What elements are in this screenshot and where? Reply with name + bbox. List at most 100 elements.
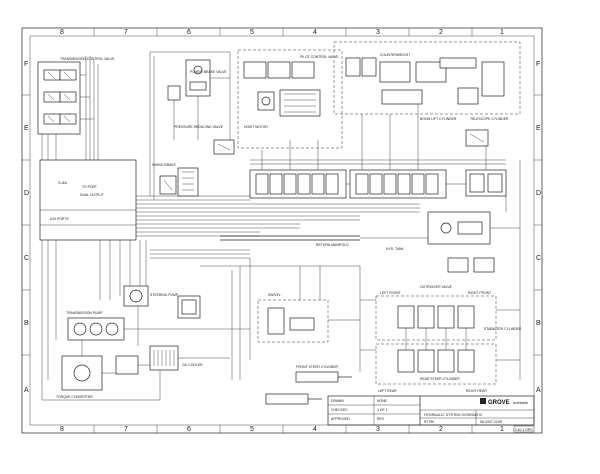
label-transmission-control-valve: TRANSMISSION CONTROL VALVE [60,57,115,61]
label-front-steer-cylinder: FRONT STEER CYLINDER [296,365,339,369]
label-swivel: SWIVEL [268,293,281,297]
outrigger-valve-bottom [375,343,497,385]
zone-top-4: 4 [313,29,317,36]
tb-sheet: 1 OF 1 [377,408,387,412]
zone-bottom-7: 7 [124,426,128,433]
label-oil-cooler: OIL COOLER [182,363,203,367]
row-right-a: A [536,387,541,394]
tb-checked: CHECKED [331,408,348,412]
row-right-c: C [536,255,541,262]
row-left-c: C [24,255,29,262]
row-right-d: D [536,190,541,197]
zone-top-3: 3 [376,29,380,36]
row-right-f: F [536,61,540,68]
row-left-b: B [24,320,29,327]
label-hyd-tank: HYD. TANK [386,247,405,251]
manifold-bus-lines [136,195,420,237]
tb-title: HYDRAULIC SYSTEM SCHEMATIC [424,413,483,417]
label-left-front: LEFT FRONT [380,291,401,295]
return-manifold [220,235,360,241]
label-hoist-motor: HOIST MOTOR [244,125,268,129]
zone-bottom-5: 5 [250,426,254,433]
label-swing-brake: SWING BRAKE [152,163,177,167]
label-torque-converter: TORQUE CONVERTER [56,395,93,399]
oil-cooler [149,345,179,371]
steer-cylinders [265,371,352,405]
tb-drawn: DRAWN [331,399,344,403]
tb-approved: APPROVED [331,417,350,421]
zone-top-6: 6 [187,29,191,36]
main-control-valve-right [349,169,447,199]
hyd-tank [427,211,491,245]
svg-text:A10 PORTS: A10 PORTS [50,217,69,221]
main-control-valve-left [249,169,347,199]
zone-bottom-2: 2 [439,426,443,433]
zone-bottom-8: 8 [60,426,64,433]
row-left-a: A [24,387,29,394]
label-return-manifold: RETURN MANIFOLD [316,243,349,247]
swivel [257,299,329,343]
tb-company: GROVE [488,400,510,406]
lower-center-piping [200,258,361,380]
title-block [327,395,535,426]
label-rear-steer-cylinder: REAR STEER CYLINDER [420,377,460,381]
label-steering-pump: STEERING PUMP [150,293,179,297]
zone-ticks [22,28,542,433]
zone-bottom-3: 3 [376,426,380,433]
lower-left-piping [42,306,250,401]
zone-top-2: 2 [439,29,443,36]
tb-dwg-no: 9A-3347-210R [480,420,503,424]
label-pilot-control-valve: PILOT CONTROL VALVE [300,55,339,59]
label-stabilizer-cylinder: STABILIZER CYLINDER [484,327,522,331]
zone-bottom-6: 6 [187,426,191,433]
zone-bottom-4: 4 [313,426,317,433]
label-pressure-reducing-valve: PRESSURE REDUCING VALVE [174,125,224,129]
aux-valve-right [465,169,507,197]
outrigger-piping [360,280,521,380]
lower-left-vertical-lines [41,240,250,400]
transmission-pump [67,317,125,341]
label-telescope-cylinder: TELESCOPE CYLINDER [470,117,509,121]
outer-border [21,27,543,434]
power-brake-valve [167,59,211,101]
valve-feed-lines [250,104,506,185]
svg-text:TO PORT: TO PORT [82,185,97,189]
tb-model: RT750 [424,420,434,424]
counterweight-cylinder [447,257,495,273]
transmission-control-valve [37,61,81,135]
label-counterweight: COUNTERWEIGHT [380,53,410,57]
row-left-e: E [24,125,29,132]
row-right-e: E [536,125,541,132]
swing-brake [177,167,199,197]
tb-company-suffix: worldwide [513,401,528,405]
pilot-control-valve [237,49,343,149]
transmission-lines [41,56,99,160]
label-transmission-pump: TRANSMISSION PUMP [66,311,103,315]
row-left-f: F [24,61,28,68]
label-right-front: RIGHT FRONT [468,291,491,295]
brake-lines [149,51,231,200]
svg-text:S-5A: S-5A [58,180,67,185]
zone-top-7: 7 [124,29,128,36]
label-right-rear: RIGHT REAR [466,389,487,393]
steering-pump [123,285,149,307]
torque-converter [61,355,139,391]
small-valve-left [159,175,177,195]
right-side-valve [465,129,489,147]
outrigger-valve-top [375,295,497,341]
label-left-rear: LEFT REAR [378,389,397,393]
tb-scale: NONE [377,399,388,403]
row-left-d: D [24,190,29,197]
footer-ref-box [513,425,535,433]
label-outrigger-valve: OUTRIGGER VALVE [420,285,453,289]
row-right-b: B [536,320,541,327]
inner-border [29,35,535,426]
footer-ref: C40-1 ORG [515,428,533,432]
zone-top-5: 5 [250,29,254,36]
main-manifold: S-5A TO PORT DUAL OUTPUT A10 PORTS [39,159,137,241]
tb-rev: REV [377,417,385,421]
label-power-brake-valve: POWER BRAKE VALVE [190,70,227,74]
zone-bottom-1: 1 [500,426,504,433]
